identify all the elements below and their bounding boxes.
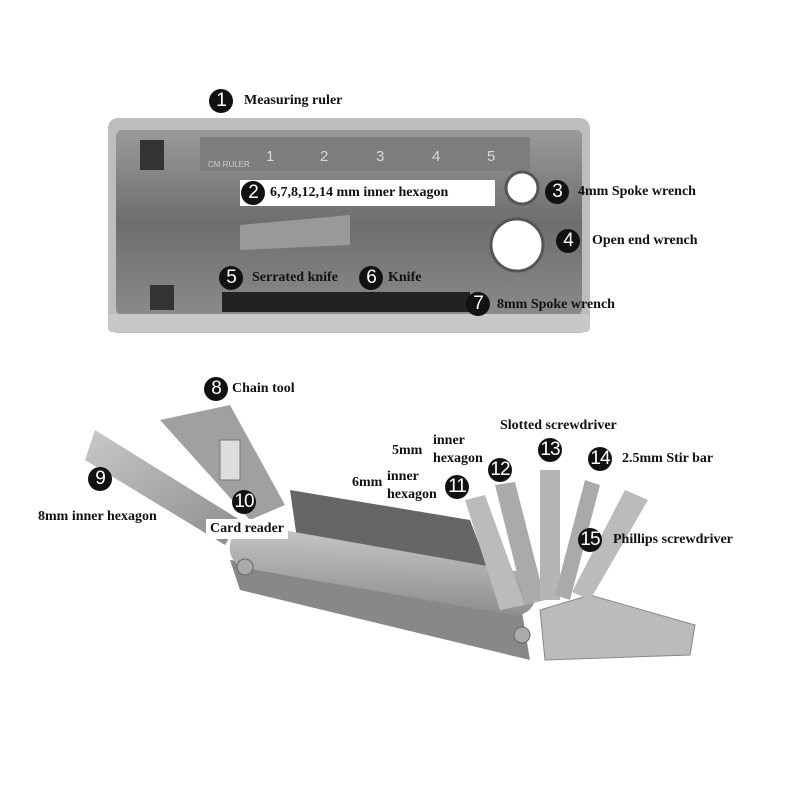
ruler-caption: CM RULER <box>208 160 250 169</box>
callout-badge: 6 <box>359 266 383 290</box>
callout-label: hexagon <box>433 451 483 466</box>
ruler-mark: 3 <box>376 148 385 165</box>
callout-badge: 13 <box>538 438 562 462</box>
callout-label-size: 5mm <box>392 443 423 458</box>
callout-badge: 3 <box>545 180 569 204</box>
callout-label: Open end wrench <box>592 233 698 248</box>
callout-label: Chain tool <box>232 381 295 396</box>
callout-label: hexagon <box>387 487 437 502</box>
callout-label: Serrated knife <box>252 270 338 285</box>
callout-badge: 8 <box>204 377 228 401</box>
callout-label: Slotted screwdriver <box>500 418 617 433</box>
callout-label-box <box>240 180 495 206</box>
callout-label: Measuring ruler <box>244 93 343 108</box>
callout-label: 8mm inner hexagon <box>38 509 157 524</box>
callout-label: Phillips screwdriver <box>613 532 733 547</box>
callout-label-size: 6mm <box>352 475 383 490</box>
callout-badge: 11 <box>445 475 469 499</box>
ruler-mark: 1 <box>266 148 275 165</box>
callout-badge: 1 <box>209 89 233 113</box>
callout-badge: 7 <box>466 292 490 316</box>
open-multitool <box>85 405 696 661</box>
callout-badge: 12 <box>488 458 512 482</box>
callout-label: Card reader <box>206 519 288 539</box>
callout-badge: 2 <box>241 181 265 205</box>
callout-label: Knife <box>388 270 422 285</box>
callout-badge: 4 <box>556 229 580 253</box>
callout-label: 2.5mm Stir bar <box>622 451 714 466</box>
callout-label: 4mm Spoke wrench <box>578 184 696 199</box>
ruler-mark: 2 <box>320 148 329 165</box>
ruler-mark: 4 <box>432 148 441 165</box>
callout-badge: 5 <box>219 266 243 290</box>
callout-label: 8mm Spoke wrench <box>497 297 615 312</box>
callout-label: 6,7,8,12,14 mm inner hexagon <box>270 185 449 200</box>
callout-badge: 14 <box>588 447 612 471</box>
ruler-mark: 5 <box>487 148 496 165</box>
callout-label: inner <box>433 433 465 448</box>
callout-badge: 10 <box>232 490 256 514</box>
callout-label: inner <box>387 469 419 484</box>
callout-badge: 9 <box>88 467 112 491</box>
callout-badge: 15 <box>578 528 602 552</box>
